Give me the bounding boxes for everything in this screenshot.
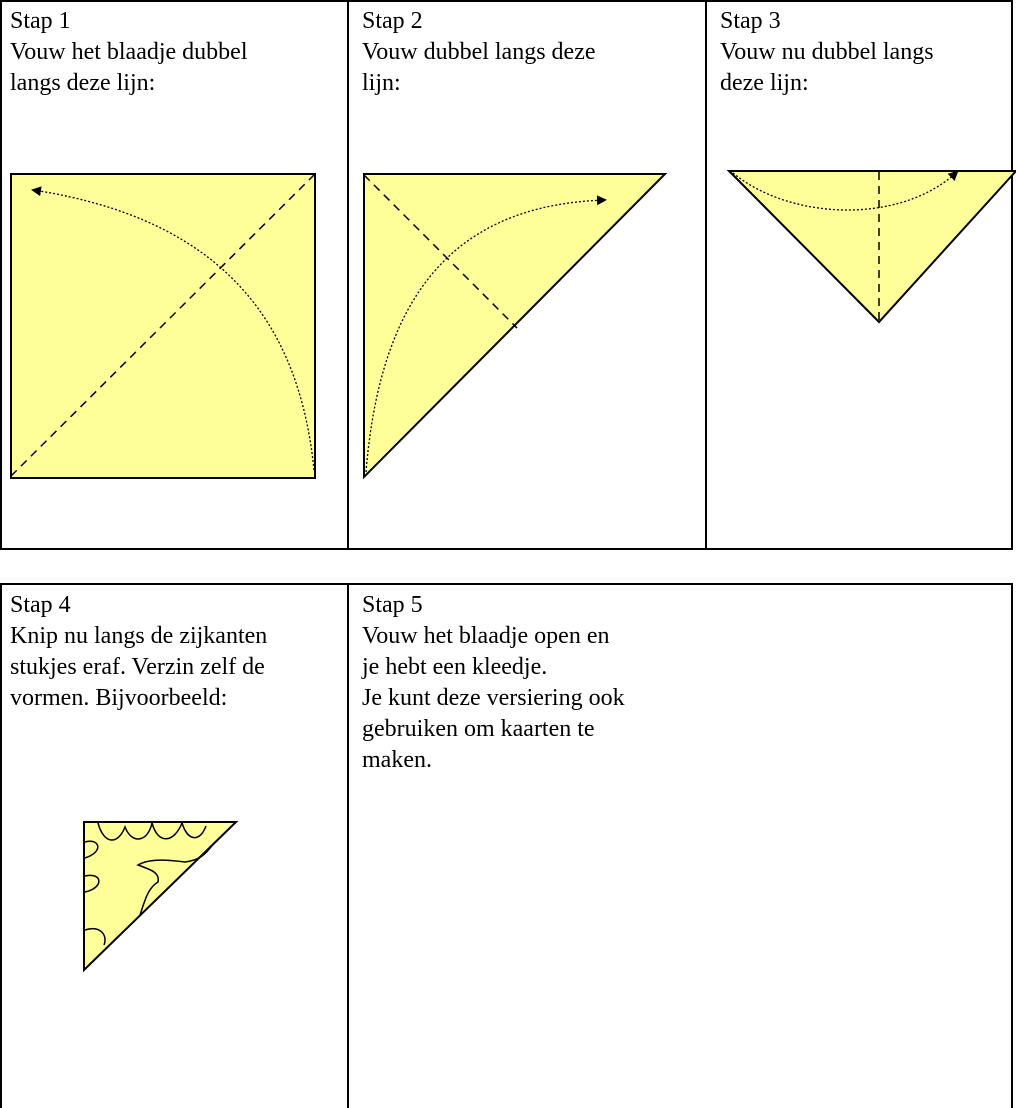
step-2-illustration (363, 173, 668, 480)
step-4-line-2: stukjes eraf. Verzin zelf de (10, 654, 265, 680)
step-1-fold-arrow (31, 186, 315, 471)
top-table-divider-2 (705, 0, 707, 550)
step-4-illustration (83, 820, 239, 973)
step-1-fold-line (10, 173, 316, 477)
step-1-line-1: Vouw het blaadje dubbel (10, 39, 248, 65)
step-4-cut-side-notch-3 (84, 928, 106, 946)
step-1-illustration (10, 173, 316, 479)
step-5-line-5: maken. (362, 747, 432, 773)
step-3-title: Stap 3 (720, 8, 781, 34)
step-5-line-1: Vouw het blaadje open en (362, 623, 610, 649)
step-4-cut-inner-shape (136, 842, 215, 916)
step-5-line-2: je hebt een kleedje. (362, 654, 548, 680)
step-5-cell: Stap 5 Vouw het blaadje open en je hebt … (362, 590, 625, 776)
top-table (0, 0, 1013, 550)
step-3-line-2: deze lijn: (720, 70, 809, 96)
step-2-cell: Stap 2 Vouw dubbel langs deze lijn: (362, 6, 596, 99)
step-2-fold-arrow (365, 195, 607, 473)
step-2-title: Stap 2 (362, 8, 423, 34)
top-table-divider-1 (347, 0, 349, 550)
step-4-cut-side-notch-1 (84, 840, 99, 859)
step-3-cell: Stap 3 Vouw nu dubbel langs deze lijn: (720, 6, 934, 99)
step-5-title: Stap 5 (362, 592, 423, 618)
step-3-paper-triangle (726, 170, 1016, 324)
step-4-cell: Stap 4 Knip nu langs de zijkanten stukje… (10, 590, 267, 714)
step-2-line-2: lijn: (362, 70, 401, 96)
step-1-line-2: langs deze lijn: (10, 70, 156, 96)
step-4-title: Stap 4 (10, 592, 71, 618)
step-4-line-1: Knip nu langs de zijkanten (10, 623, 268, 649)
bottom-table-divider (347, 583, 349, 1108)
step-4-cut-side-notch-2 (84, 874, 100, 893)
step-4-line-3: vormen. Bijvoorbeeld: (10, 685, 228, 711)
bottom-table (0, 583, 1013, 1108)
step-3-line-1: Vouw nu dubbel langs (720, 39, 934, 65)
step-4-cut-top-scallops (97, 820, 207, 841)
step-1-title: Stap 1 (10, 8, 71, 34)
step-3-illustration (726, 170, 1016, 324)
step-1-cell: Stap 1 Vouw het blaadje dubbel langs dez… (10, 6, 248, 99)
step-2-line-1: Vouw dubbel langs deze (362, 39, 596, 65)
step-3-fold-arrow (732, 170, 959, 211)
step-5-line-4: gebruiken om kaarten te (362, 716, 595, 742)
step-5-line-3: Je kunt deze versiering ook (362, 685, 625, 711)
